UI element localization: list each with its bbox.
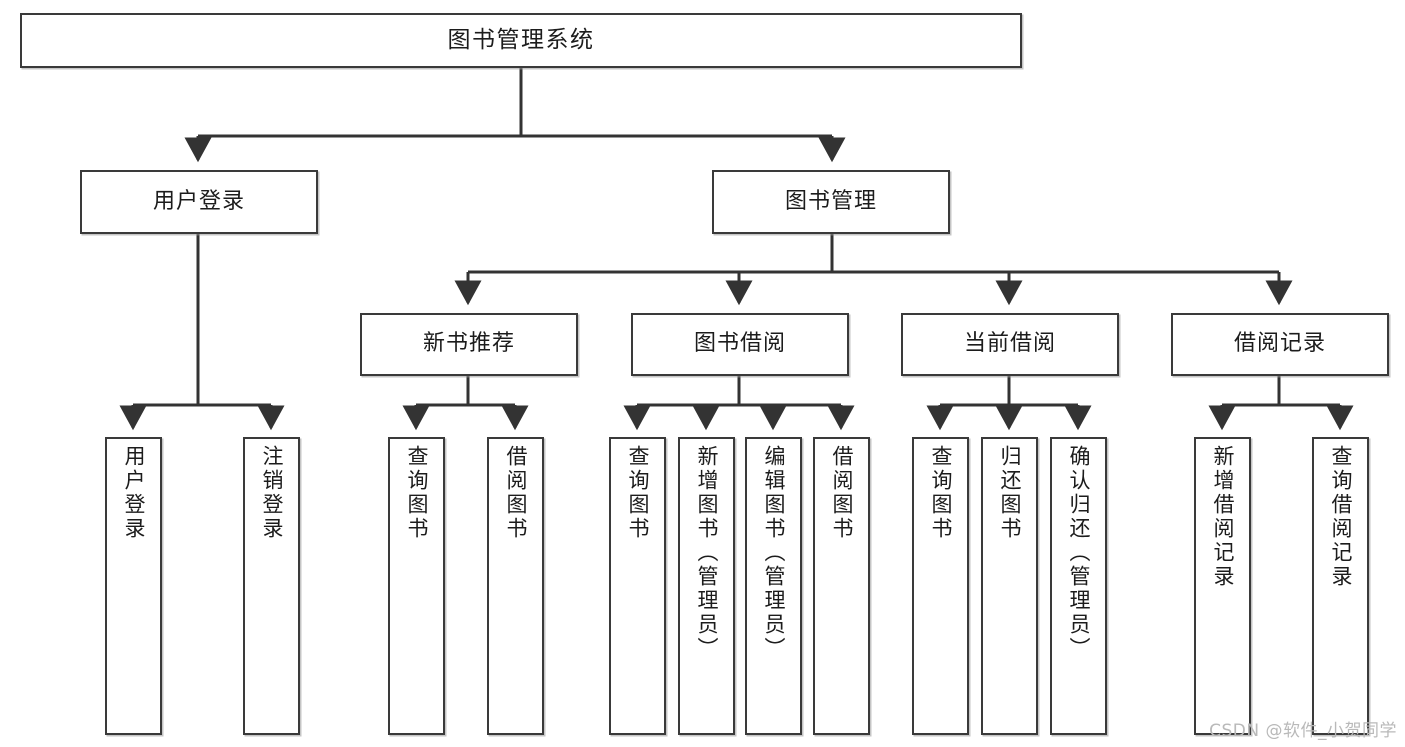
node-label: 当前借阅 <box>963 331 1056 357</box>
node-label: 图书管理 <box>784 188 877 214</box>
node-leaf-query-book-current[interactable]: 查询图书 <box>912 437 969 735</box>
node-label: 查询借阅记录 <box>1329 445 1353 589</box>
node-label: 用户登录 <box>152 188 245 214</box>
node-label: 借阅图书 <box>830 445 854 541</box>
node-root-book-management-system[interactable]: 图书管理系统 <box>20 13 1022 68</box>
node-label: 查询图书 <box>405 445 429 541</box>
node-label: 借阅记录 <box>1233 331 1326 357</box>
node-user-login[interactable]: 用户登录 <box>80 170 318 234</box>
node-new-book-recommend[interactable]: 新书推荐 <box>360 313 578 376</box>
node-label: 图书借阅 <box>693 331 786 357</box>
node-label: 编辑图书（管理员） <box>762 445 786 661</box>
node-leaf-query-borrow-record[interactable]: 查询借阅记录 <box>1312 437 1369 735</box>
node-label: 新增借阅记录 <box>1211 445 1235 589</box>
node-label: 图书管理系统 <box>447 26 595 53</box>
node-label: 用户登录 <box>122 445 146 541</box>
watermark: CSDN @软件_小贺同学 <box>1209 721 1397 741</box>
node-label: 借阅图书 <box>504 445 528 541</box>
node-label: 新书推荐 <box>422 331 515 357</box>
node-label: 归还图书 <box>998 445 1022 541</box>
node-leaf-logout[interactable]: 注销登录 <box>243 437 300 735</box>
node-leaf-edit-book-admin[interactable]: 编辑图书（管理员） <box>745 437 802 735</box>
node-label: 查询图书 <box>929 445 953 541</box>
node-label: 查询图书 <box>626 445 650 541</box>
node-book-borrow[interactable]: 图书借阅 <box>631 313 849 376</box>
node-leaf-return-book[interactable]: 归还图书 <box>981 437 1038 735</box>
node-leaf-query-book-borrow[interactable]: 查询图书 <box>609 437 666 735</box>
node-book-management[interactable]: 图书管理 <box>712 170 950 234</box>
node-label: 注销登录 <box>260 445 284 541</box>
node-leaf-add-book-admin[interactable]: 新增图书（管理员） <box>678 437 735 735</box>
node-leaf-confirm-return-admin[interactable]: 确认归还（管理员） <box>1050 437 1107 735</box>
node-label: 新增图书（管理员） <box>695 445 719 661</box>
node-leaf-borrow-book-recommend[interactable]: 借阅图书 <box>487 437 544 735</box>
node-leaf-add-borrow-record[interactable]: 新增借阅记录 <box>1194 437 1251 735</box>
node-label: 确认归还（管理员） <box>1067 445 1091 661</box>
node-leaf-user-login[interactable]: 用户登录 <box>105 437 162 735</box>
node-borrow-record[interactable]: 借阅记录 <box>1171 313 1389 376</box>
node-current-borrow[interactable]: 当前借阅 <box>901 313 1119 376</box>
node-leaf-query-book-recommend[interactable]: 查询图书 <box>388 437 445 735</box>
node-leaf-borrow-book[interactable]: 借阅图书 <box>813 437 870 735</box>
